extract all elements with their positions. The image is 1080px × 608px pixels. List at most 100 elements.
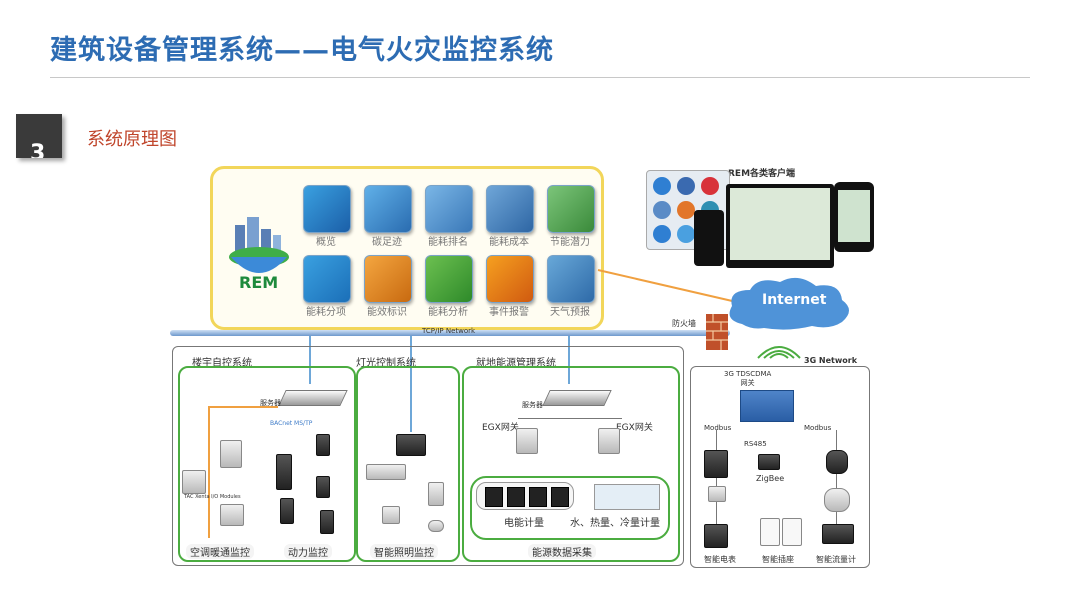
modbus-right-label: Modbus [804,424,832,432]
meter-icon [529,487,547,507]
connector-line [410,336,412,432]
rem-app-icon[interactable] [547,255,595,303]
bas-bus-line [208,406,210,538]
clients-label: REM各类客户端 [728,169,796,179]
water-meter-panel [594,484,660,510]
modbus-line [716,430,717,530]
rem-app-icon[interactable] [364,185,412,233]
metering-group [470,476,670,540]
phone-device-icon [694,210,724,266]
opera-icon [701,177,719,195]
monitor-device-icon [726,184,834,268]
lighting-controller-icon [396,434,426,456]
zigbee-label: ZigBee [756,474,785,483]
meter-icon [485,487,503,507]
smart-lighting-label: 智能照明监控 [370,544,438,559]
rem-app-icon[interactable] [303,185,351,233]
modbus-line [836,430,837,530]
internet-label: Internet [762,292,827,308]
smart-meter-label: 智能电表 [704,555,736,564]
system-controller-icon [280,498,294,524]
chrome-icon [653,201,671,219]
controller-icon [220,504,244,526]
rem-app-icon[interactable] [425,255,473,303]
browser-icons-panel [646,170,730,250]
rem-app-label: 碳足迹 [372,237,402,248]
rem-app-label: 能效标识 [367,307,407,318]
egx-gateway-icon [516,428,538,454]
rem-app-label: 能耗排名 [428,237,468,248]
water-meter-label: 水、热量、冷量计量 [570,518,660,529]
rem-app-label: 概览 [316,237,336,248]
lighting-title: 灯光控制系统 [356,358,416,369]
smart-meter-icon [704,524,728,548]
smartphone-device-icon [834,182,874,252]
browser-icon [653,225,671,243]
zigbee-hub-icon [758,454,780,470]
rs485-label: RS485 [744,440,767,448]
smart-meter-icon [704,450,728,478]
local-systems-frame [172,346,684,566]
modbus-left-label: Modbus [704,424,732,432]
rem-app-icon[interactable] [547,185,595,233]
energy-server-label: 服务器 [522,401,543,409]
terminal-controller-icon [316,434,330,456]
energy-data-label: 能源数据采集 [528,544,596,559]
ie-icon [653,177,671,195]
rem-logo-text: REM [239,273,279,292]
smart-socket-icon [760,518,780,546]
relay-module-icon [366,464,406,480]
rem-app-icon[interactable] [486,185,534,233]
system-controller-icon [276,454,292,490]
section-number-badge: 3 [16,114,62,158]
meter-module-icon [708,486,726,502]
bas-server-label: 服务器 [260,399,281,407]
connector-line [309,336,311,384]
smart-socket-label: 智能插座 [762,555,794,564]
section-title: 系统原理图 [87,129,177,150]
egx-gateway-icon [598,428,620,454]
rem-app-icon[interactable] [486,255,534,303]
smart-socket-icon [782,518,802,546]
rem-app-icon[interactable] [364,255,412,303]
bacnet-text: BACnet MS/TP [270,420,313,427]
globe-icon [677,177,695,195]
bas-server-icon [278,390,348,406]
connector-line [568,336,570,384]
system-diagram: REM 概览碳足迹能耗排名能耗成本节能潜力能耗分项能效标识能耗分析事件报警天气预… [170,158,874,568]
meter-icon [507,487,525,507]
smart-flowmeter-label: 智能流量计 [816,555,856,564]
browser-icon [677,225,695,243]
3g-gateway-label: 3G TDSCDMA 网关 [724,370,772,387]
rem-app-label: 能耗成本 [489,237,529,248]
egx-right-label: EGX网关 [616,423,653,433]
3g-gateway-icon [740,390,794,422]
sensor-icon [428,482,444,506]
rem-app-icon[interactable] [303,255,351,303]
switch-panel-icon [382,506,400,524]
bas-title: 楼宇自控系统 [192,358,252,369]
flow-meter-icon [826,450,848,474]
bas-group [178,366,356,562]
firefox-icon [677,201,695,219]
io-module-icon [182,470,206,494]
bas-bus-line [208,406,278,408]
tcp-ip-network-bar [170,330,730,336]
hvac-monitor-label: 空调暖通监控 [186,544,254,559]
rem-app-icon[interactable] [425,185,473,233]
energy-group [462,366,680,562]
rem-app-label: 能耗分项 [306,307,346,318]
wireless-signal-icon [757,346,801,359]
rem-app-label: 事件报警 [489,307,529,318]
rem-panel: REM 概览碳足迹能耗排名能耗成本节能潜力能耗分项能效标识能耗分析事件报警天气预… [210,166,604,330]
firewall-label: 防火墙 [672,319,696,328]
power-monitor-label: 动力监控 [284,544,332,559]
firewall-icon [706,314,728,350]
controller-icon [220,440,242,468]
rem-app-label: 节能潜力 [550,237,590,248]
3g-frame [690,366,870,568]
site-controller-icon [316,476,330,498]
energy-meter-label: 电能计量 [504,518,544,529]
3g-network-label: 3G Network [804,356,858,365]
heat-meter-icon [822,524,854,544]
